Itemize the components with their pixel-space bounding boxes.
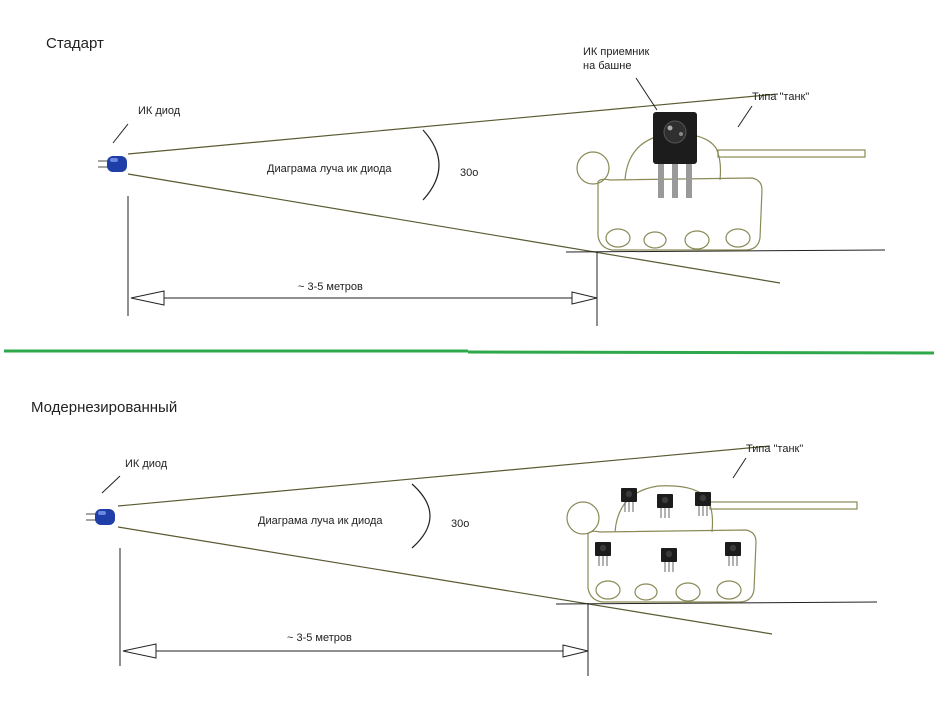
ir-receiver-icon bbox=[620, 487, 638, 513]
tank-icon bbox=[576, 133, 866, 251]
distance-arrow-left bbox=[130, 290, 165, 306]
angle-arc bbox=[422, 129, 440, 201]
beam-label: Диаграма луча ик диода bbox=[267, 163, 392, 175]
ir-diode-icon bbox=[86, 509, 115, 525]
receiver-label-line1: ИК приемник bbox=[583, 46, 649, 58]
angle-label: 30о bbox=[460, 167, 478, 179]
ir-receiver-icon bbox=[656, 493, 674, 519]
ir-diode-icon bbox=[98, 156, 127, 172]
receiver-label-pointer bbox=[635, 77, 658, 111]
distance-arrow-left bbox=[122, 643, 157, 659]
distance-arrow-right bbox=[571, 291, 598, 305]
diode-label: ИК диод bbox=[125, 458, 168, 470]
distance-label: ~ 3-5 метров bbox=[287, 632, 352, 644]
receiver-label-line2: на башне bbox=[583, 60, 631, 72]
panel-modernized: Модернезированный ИК диод Диаграма луча … bbox=[31, 399, 878, 676]
tank-label: Типа "танк" bbox=[746, 443, 803, 455]
beam-upper-edge bbox=[117, 445, 771, 507]
tank-label-pointer bbox=[732, 457, 747, 479]
tank-label-pointer bbox=[737, 105, 753, 128]
tank-label: Типа "танк" bbox=[752, 91, 809, 103]
angle-arc bbox=[411, 483, 431, 549]
diode-label: ИК диод bbox=[138, 105, 181, 117]
ir-receiver-icon bbox=[594, 541, 612, 567]
ground-line bbox=[565, 249, 886, 253]
diode-label-pointer bbox=[101, 475, 121, 494]
ir-receiver-icon bbox=[653, 112, 697, 198]
beam-lower-edge bbox=[127, 173, 781, 284]
distance-arrow-right bbox=[562, 644, 589, 658]
beam-lower-edge bbox=[117, 526, 773, 635]
beam-upper-edge bbox=[127, 93, 779, 155]
distance-label: ~ 3-5 метров bbox=[298, 281, 363, 293]
ir-receiver-icon bbox=[724, 541, 742, 567]
ir-receiver-icon bbox=[694, 491, 712, 517]
section-divider bbox=[4, 349, 935, 355]
ir-receiver-icon bbox=[660, 547, 678, 573]
diode-label-pointer bbox=[112, 123, 129, 144]
ground-line bbox=[555, 601, 878, 605]
beam-label: Диаграма луча ик диода bbox=[258, 515, 383, 527]
angle-label: 30о bbox=[451, 518, 469, 530]
panel-standard: Стадарт ИК диод Диаграма луча ик диода 3… bbox=[46, 35, 886, 326]
panel-title: Модернезированный bbox=[31, 399, 177, 416]
panel-title: Стадарт bbox=[46, 35, 104, 52]
